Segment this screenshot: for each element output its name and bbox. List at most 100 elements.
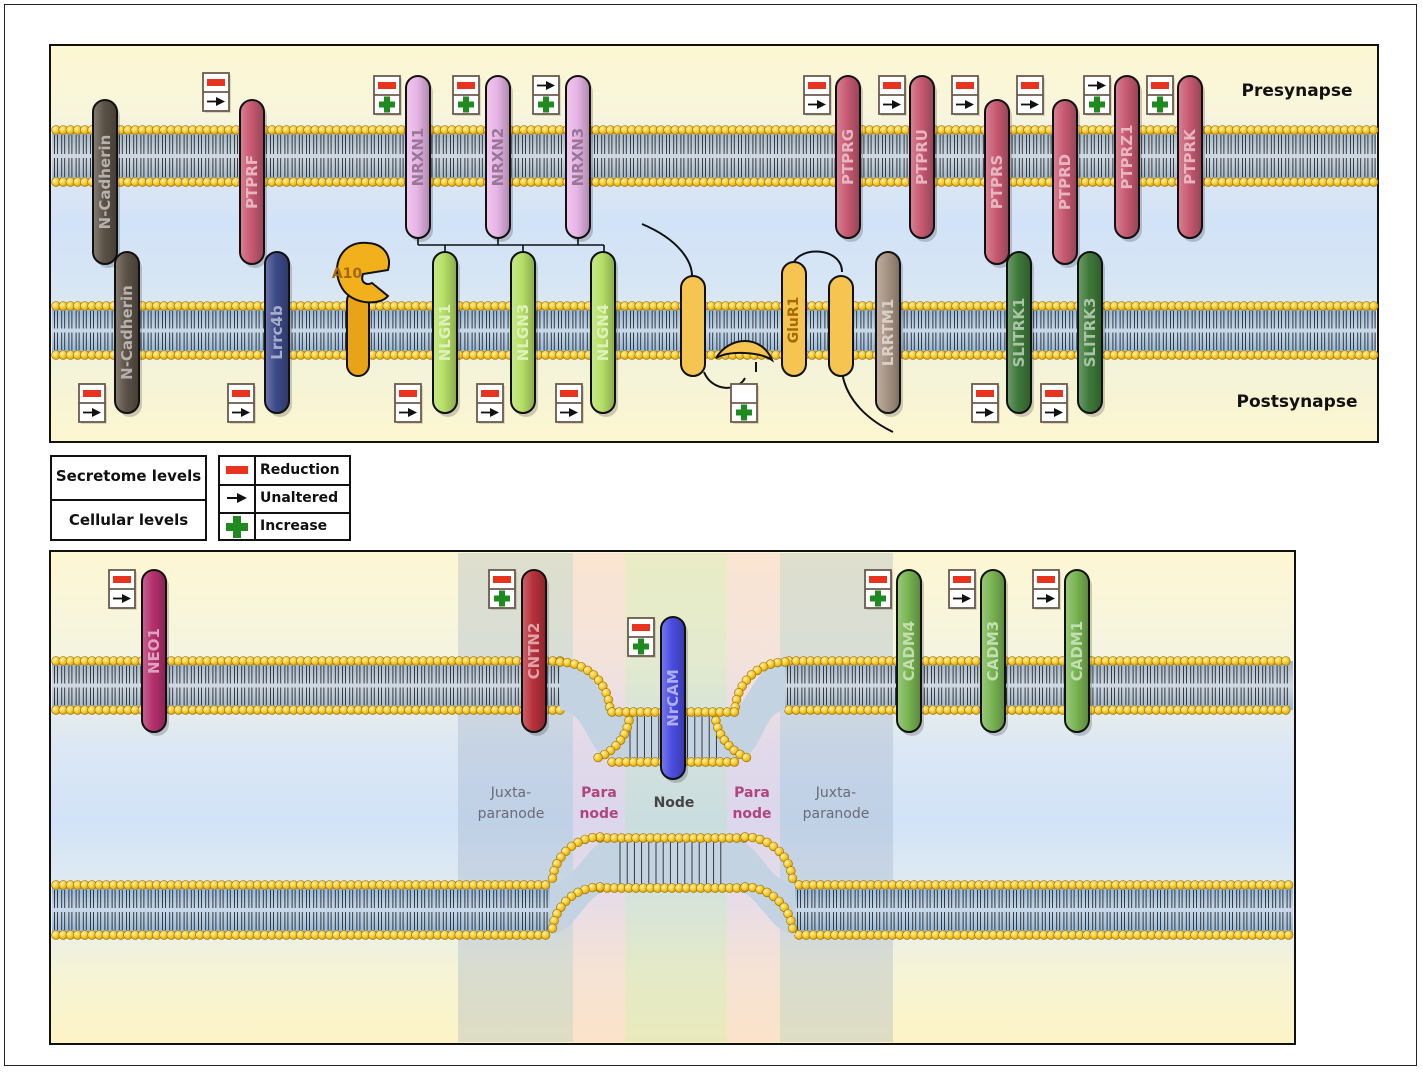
- unaltered-arrow-icon: [808, 100, 826, 109]
- lower-node-heads: [595, 833, 749, 893]
- unaltered-label: Unaltered: [260, 490, 339, 506]
- upper-left-inner: [593, 708, 635, 763]
- slitrk3-level-indicator: [1040, 383, 1069, 424]
- cadm1-level-indicator: [1032, 569, 1061, 610]
- cadm3-protein: CADM3: [980, 569, 1008, 736]
- ptprk-protein: PTPRK: [1177, 75, 1205, 242]
- nrxn1-protein: NRXN1: [405, 75, 433, 242]
- presynapse-label: Presynapse: [1242, 81, 1353, 101]
- nlgn3-level-indicator: [476, 383, 505, 424]
- glur1-level-indicator: [730, 383, 759, 424]
- unaltered-arrow-icon: [1088, 81, 1106, 90]
- level-type-legend: Secretome levels Cellular levels: [50, 455, 207, 541]
- a10-label: A10: [332, 266, 363, 282]
- lower-right-outer: [740, 832, 798, 884]
- nrxn1-level-indicator: [373, 75, 402, 116]
- neo1-level-indicator: [108, 569, 137, 610]
- neo1-protein: NEO1: [141, 569, 169, 736]
- region-band: [458, 553, 573, 1042]
- region-band: [727, 553, 780, 1042]
- unaltered-arrow-icon: [560, 408, 578, 417]
- nlgn4-label: NLGN4: [594, 304, 612, 361]
- ptprs-protein: PTPRS: [984, 99, 1012, 268]
- region-label-2: Node: [654, 795, 695, 811]
- nrxn2-label: NRXN2: [489, 128, 507, 187]
- cntn2-label: CNTN2: [525, 623, 543, 680]
- reduction-icon: [953, 576, 971, 583]
- reduction-icon: [976, 390, 994, 397]
- neo1-label: NEO1: [145, 628, 163, 674]
- slitrk3-label: SLITRK3: [1081, 298, 1099, 368]
- indicator-layer: [108, 569, 1061, 658]
- axon-membranes: [51, 656, 1294, 940]
- cadm3-label: CADM3: [984, 621, 1002, 681]
- slitrk1-level-indicator: [971, 383, 1000, 424]
- nrxn2-protein: NRXN2: [485, 75, 513, 242]
- ptprs-label: PTPRS: [988, 155, 1006, 210]
- reduction-icon: [493, 576, 511, 583]
- unaltered-arrow-icon: [207, 97, 225, 106]
- increase-plus-icon: [379, 96, 395, 113]
- indicator-layer: [78, 72, 1175, 424]
- increase-plus-icon: [226, 516, 248, 538]
- ptprf-protein: PTPRF: [239, 99, 267, 268]
- ptprg-label: PTPRG: [839, 129, 857, 185]
- lrrc4b-level-indicator: [227, 383, 256, 424]
- increase-plus-icon: [538, 96, 554, 113]
- lower-membrane-right: [794, 880, 1294, 940]
- increase-plus-icon: [736, 404, 752, 421]
- region-label-4: Juxta-paranode: [803, 785, 870, 822]
- cellular-levels-label: Cellular levels: [68, 511, 189, 529]
- unaltered-arrow-icon: [1045, 408, 1063, 417]
- ptprz1-level-indicator: [1083, 75, 1112, 116]
- increase-plus-icon: [494, 590, 510, 607]
- unaltered-arrow-icon: [83, 408, 101, 417]
- reduction-icon: [1151, 82, 1169, 89]
- nlgn1-label: NLGN1: [436, 304, 454, 361]
- ptprf-label: PTPRF: [243, 155, 261, 209]
- ptpru-label: PTPRU: [913, 129, 931, 185]
- lrrc4b-protein: Lrrc4b: [264, 251, 292, 417]
- postsynaptic-membrane: [51, 301, 1379, 360]
- n-cadherin-level-indicator: [78, 383, 107, 424]
- reduction-icon: [869, 576, 887, 583]
- lower-left-inner: [547, 882, 605, 933]
- cadm3-level-indicator: [948, 569, 977, 610]
- cadm1-protein: CADM1: [1064, 569, 1092, 736]
- ptprg-protein: PTPRG: [835, 75, 863, 242]
- ptprd-level-indicator: [1016, 75, 1045, 116]
- nrcam-label: NrCAM: [664, 669, 682, 727]
- upper-node-heads: [607, 707, 740, 767]
- increase-plus-icon: [633, 638, 649, 655]
- reduction-icon: [399, 390, 417, 397]
- nrxn1-label: NRXN1: [409, 128, 427, 187]
- increase-plus-icon: [1089, 96, 1105, 113]
- lower-membrane-left: [51, 880, 551, 940]
- reduction-icon: [481, 390, 499, 397]
- nlgn1-protein: NLGN1: [432, 251, 460, 417]
- a10-protein: A10: [332, 241, 390, 377]
- region-band: [573, 553, 625, 1042]
- slitrk1-protein: SLITRK1: [1006, 251, 1034, 417]
- cntn2-protein: CNTN2: [521, 569, 549, 736]
- ptpru-protein: PTPRU: [909, 75, 937, 242]
- ptprs-level-indicator: [951, 75, 980, 116]
- ptpru-level-indicator: [878, 75, 907, 116]
- lower-node-bump: [547, 832, 798, 935]
- glur1-protein: GluR1: [641, 223, 894, 433]
- increase-label: Increase: [260, 518, 328, 534]
- region-band: [780, 553, 893, 1042]
- reduction-icon: [808, 82, 826, 89]
- upper-left-outer: [555, 657, 615, 712]
- unaltered-arrow-icon: [113, 594, 131, 603]
- reduction-icon: [457, 82, 475, 89]
- lrrtm1-protein: LRRTM1: [875, 251, 903, 417]
- slitrk1-label: SLITRK1: [1010, 298, 1028, 368]
- figure-frame: [4, 4, 1417, 1066]
